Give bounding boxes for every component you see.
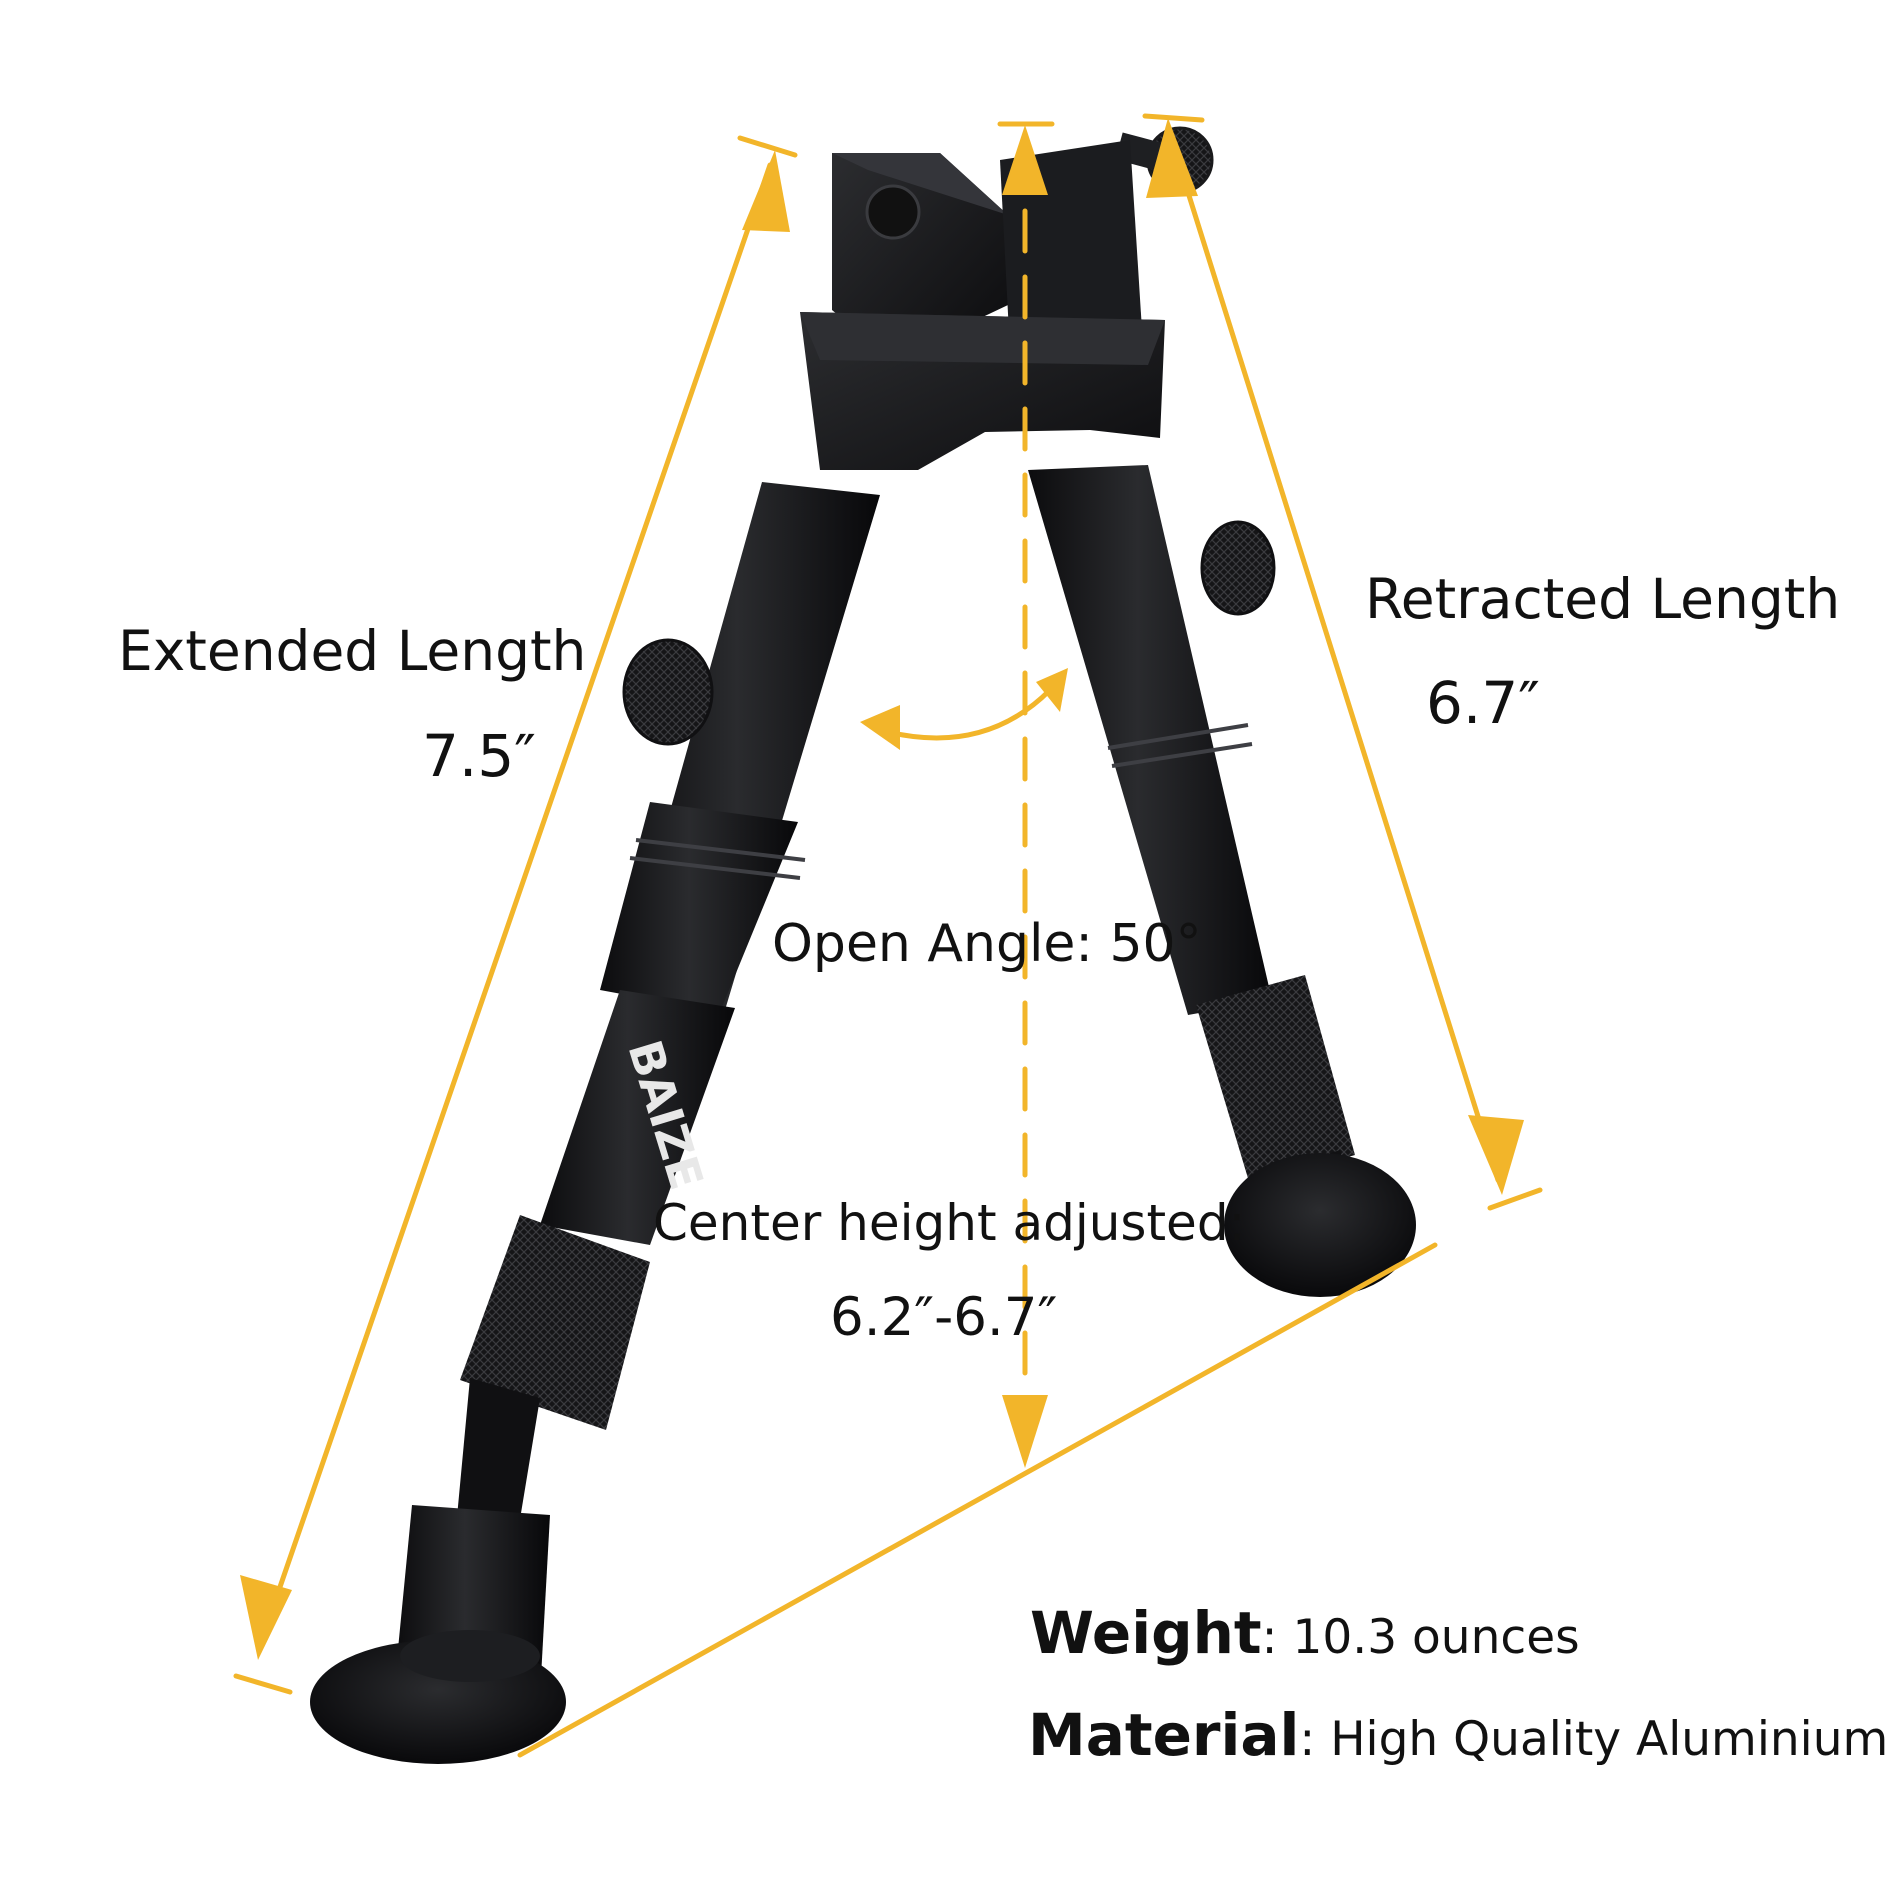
extended-length-value: 7.5″ <box>422 722 536 790</box>
right-leg <box>1028 465 1416 1297</box>
open-angle-label: Open Angle: 50° <box>772 914 1202 974</box>
weight-spec: Weight: 10.3 ounces <box>1030 1604 1580 1662</box>
arrowheads <box>240 118 1524 1660</box>
material-spec: Material: High Quality Aluminium <box>1028 1706 1888 1764</box>
center-height-label: Center height adjusted: <box>653 1194 1246 1252</box>
bipod-yoke <box>800 312 1165 470</box>
retracted-length-label: Retracted Length <box>1365 567 1841 631</box>
material-key: Material <box>1028 1701 1300 1769</box>
center-height-value: 6.2″-6.7″ <box>830 1287 1058 1348</box>
left-leg: BAIZE <box>310 482 880 1764</box>
retracted-length-value: 6.7″ <box>1426 669 1540 737</box>
extended-length-label: Extended Length <box>118 619 587 683</box>
dimension-annotations <box>233 113 1543 1758</box>
material-value: : High Quality Aluminium <box>1299 1712 1888 1767</box>
weight-value: : 10.3 ounces <box>1261 1610 1580 1665</box>
weight-key: Weight <box>1030 1599 1262 1667</box>
